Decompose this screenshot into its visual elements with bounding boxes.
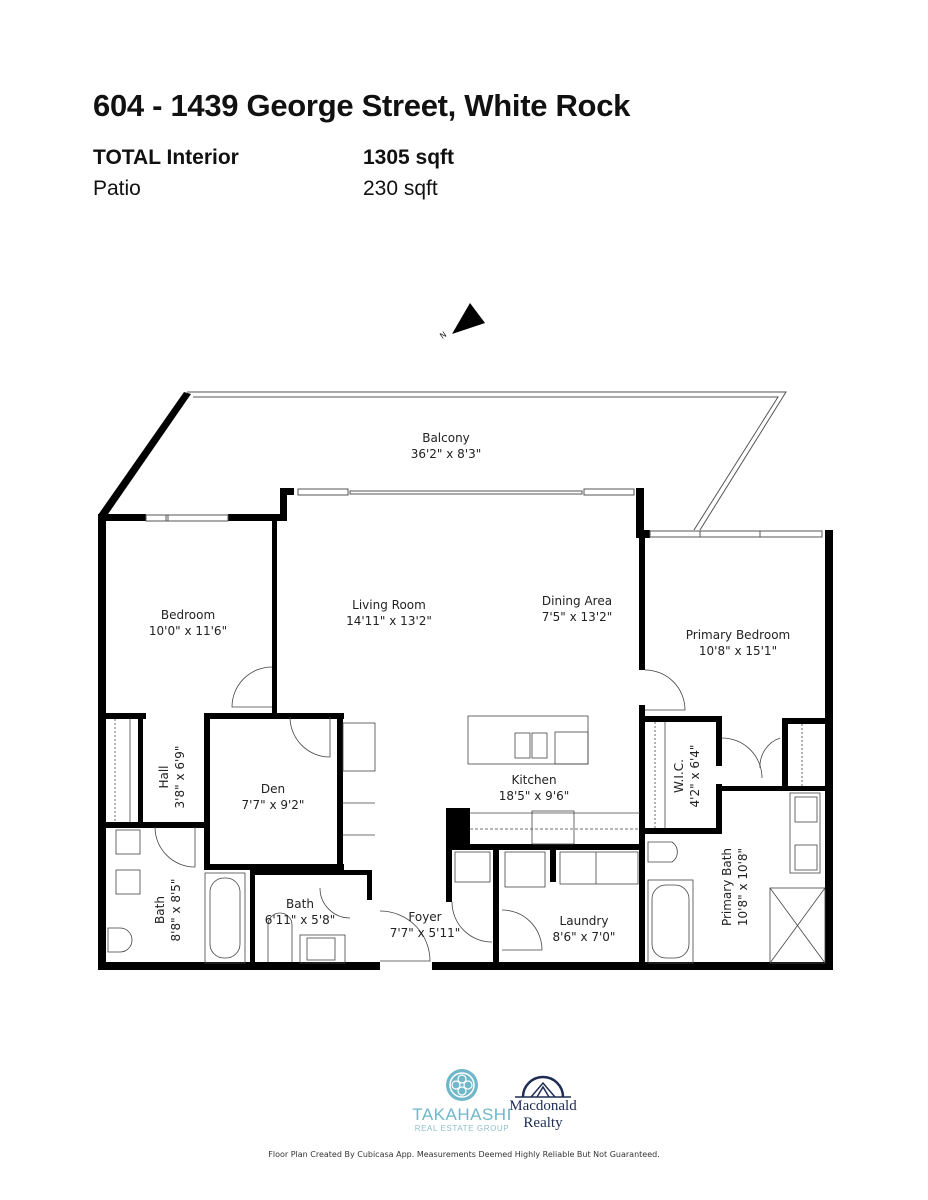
room-dims: 10'8" x 15'1" (698, 644, 778, 658)
room-name: Balcony (422, 431, 470, 445)
room-name: Kitchen (511, 773, 557, 787)
room-name: Primary Bedroom (685, 628, 791, 642)
windows (145, 488, 823, 538)
room-dims: 7'5" x 13'2" (541, 610, 613, 624)
area-value: 230 sqft (363, 177, 438, 200)
room-name: Foyer (408, 910, 442, 924)
macdonald-sub: Realty (523, 1115, 563, 1131)
room-label-bath: Bath 8'8" x 8'5" (152, 879, 184, 942)
room-label-living-room: Living Room 14'11" x 13'2" (346, 597, 432, 629)
macdonald-logo: Macdonald Realty (488, 1075, 598, 1131)
page-title: 604 - 1439 George Street, White Rock (93, 88, 631, 123)
room-name: Laundry (559, 914, 609, 928)
room-name: Living Room (352, 598, 426, 612)
room-dims: 7'7" x 5'11" (389, 926, 461, 940)
room-name: Hall (157, 765, 171, 789)
room-label-hall: Hall 3'8" x 6'9" (156, 746, 188, 809)
takahashi-name: TAKAHASHI (412, 1105, 512, 1124)
room-label-foyer: Foyer 7'7" x 5'11" (390, 909, 461, 941)
room-dims: 3'8" x 6'9" (173, 745, 187, 809)
room-label-primary-bath: Primary Bath 10'8" x 10'8" (719, 848, 751, 926)
room-dims: 7'7" x 9'2" (241, 798, 305, 812)
takahashi-logo: TAKAHASHI REAL ESTATE GROUP (412, 1068, 512, 1133)
room-label-dining-area: Dining Area 7'5" x 13'2" (542, 593, 613, 625)
room-label-primary-bedroom: Primary Bedroom 10'8" x 15'1" (686, 627, 790, 659)
interior-walls (106, 521, 827, 970)
room-dims: 10'0" x 11'6" (148, 624, 228, 638)
macdonald-name: Macdonald (509, 1098, 577, 1114)
room-dims: 14'11" x 13'2" (346, 614, 432, 628)
room-name: Den (260, 782, 286, 796)
area-label: TOTAL Interior (93, 146, 239, 169)
room-dims: 6'11" x 5'8" (264, 913, 336, 927)
balcony-railing (187, 391, 787, 531)
area-label: Patio (93, 177, 141, 200)
room-label-balcony: Balcony 36'2" x 8'3" (411, 430, 482, 462)
room-label-den: Den 7'7" x 9'2" (242, 781, 305, 813)
room-dims: 8'8" x 8'5" (169, 878, 183, 942)
room-dims: 8'6" x 7'0" (552, 930, 616, 944)
macdonald-arch-icon (515, 1075, 571, 1098)
area-value: 1305 sqft (363, 146, 455, 169)
takahashi-flower-icon (446, 1069, 478, 1101)
room-label-wic: W.I.C. 4'2" x 6'4" (671, 745, 703, 808)
north-arrow-icon: N (438, 303, 485, 341)
room-dims: 18'5" x 9'6" (498, 789, 570, 803)
room-label-kitchen: Kitchen 18'5" x 9'6" (499, 772, 570, 804)
room-dims: 10'8" x 10'8" (736, 847, 750, 927)
room-name: W.I.C. (672, 759, 686, 793)
svg-text:N: N (438, 330, 448, 341)
room-label-laundry: Laundry 8'6" x 7'0" (553, 913, 616, 945)
room-name: Dining Area (541, 594, 613, 608)
room-name: Bedroom (160, 608, 216, 622)
room-name: Primary Bath (720, 847, 734, 927)
room-label-bedroom: Bedroom 10'0" x 11'6" (149, 607, 227, 639)
exterior-walls (98, 392, 833, 970)
room-dims: 4'2" x 6'4" (688, 744, 702, 808)
takahashi-sub: REAL ESTATE GROUP (414, 1124, 510, 1133)
disclaimer-footer: Floor Plan Created By Cubicasa App. Meas… (268, 1150, 660, 1159)
room-name: Bath (153, 896, 167, 924)
room-dims: 36'2" x 8'3" (410, 447, 482, 461)
fixtures (107, 666, 826, 964)
room-name: Bath (286, 897, 314, 911)
room-label-bath-2: Bath 6'11" x 5'8" (265, 896, 336, 928)
